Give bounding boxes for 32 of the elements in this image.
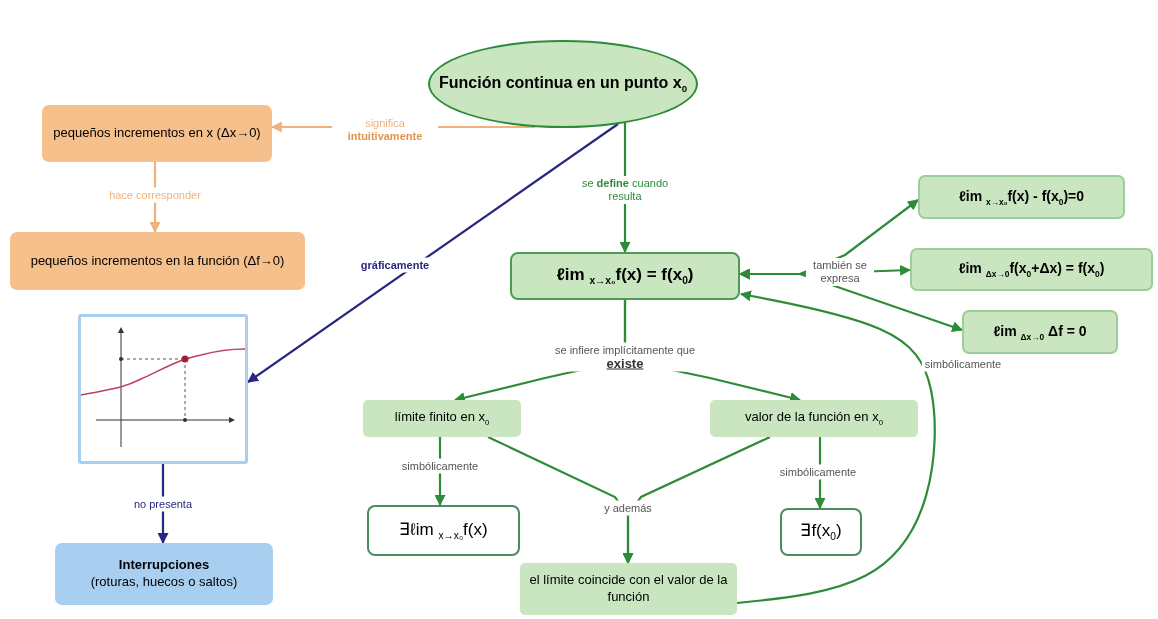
formula-box (780, 508, 862, 556)
arrow (247, 123, 619, 383)
formula-text: ℓim $_{x→x₀}$f(x) - f(x$_{0}$)=0 (957, 186, 1086, 208)
arrow (736, 290, 936, 605)
node-text: valor de la función en x$_{0}$ (743, 409, 884, 428)
arrow (738, 268, 964, 332)
concept-box (363, 400, 521, 437)
formula-text: ℓim $_{Δx→0}$ Δf = 0 (992, 321, 1088, 343)
formula-text: ∃ℓim $_{x→x₀}$f(x) (398, 518, 489, 543)
node-text: (roturas, huecos o saltos) (89, 574, 239, 591)
formula-text: ∃f(x$_{0}$) (799, 520, 843, 544)
formula-box (962, 310, 1118, 354)
node-text: el límite coincide con el valor de la función (528, 572, 729, 606)
arrow (622, 436, 771, 565)
formula-text: ℓim $_{Δx→0}$f(x$_{0}$+Δx) = f(x$_{0}$) (957, 259, 1106, 280)
concept-box (42, 105, 272, 162)
concept-box (710, 400, 918, 437)
edge-label: también se expresa (806, 258, 874, 286)
formula-text: ℓim $_{x→x₀}$f(x) = f(x$_{0}$) (555, 264, 695, 288)
node-text: pequeños incrementos en la función (Δf→0) (29, 252, 286, 270)
node-heading: Interrupciones (117, 557, 211, 574)
concept-box (10, 232, 305, 290)
node-text: pequeños incrementos en x (Δx→0) (52, 125, 262, 142)
node-text: límite finito en x$_{0}$ (393, 409, 491, 428)
formula-box (918, 175, 1125, 219)
formula-box (510, 252, 740, 300)
node-text: Función continua en un punto x$_{0}$ (438, 72, 688, 96)
edge-label: y además (601, 500, 655, 516)
formula-box (367, 505, 520, 556)
concept-box (55, 543, 273, 605)
formula-box (910, 248, 1153, 291)
concept-box (520, 563, 737, 615)
